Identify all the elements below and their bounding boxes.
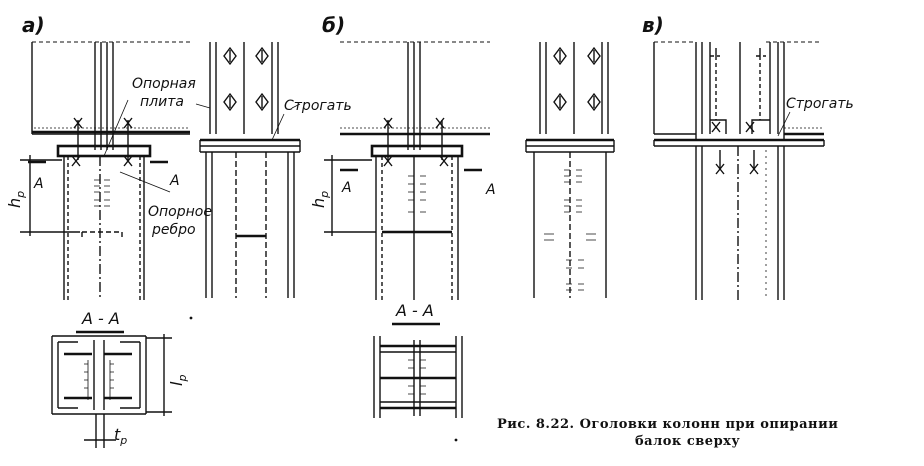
panel-a-side [195, 42, 301, 298]
section-aa-left: А - А lp tp [51, 309, 189, 448]
panel-b-side [525, 42, 615, 298]
section-aa-right: А - А [373, 301, 463, 418]
section-label-b: А - А [395, 301, 434, 320]
panel-c: в) [642, 13, 825, 300]
support-rib-label-2: ребро [151, 222, 196, 238]
support-rib-label-1: Опорное [148, 204, 212, 220]
cut-mark-a-left: А [33, 176, 44, 192]
caption-line-1: Рис. 8.22. Оголовки колонн при опирании [497, 417, 839, 432]
hp-label-a: hp [5, 191, 27, 208]
panel-b: б) hp А А [309, 13, 496, 300]
panel-label-c: в) [642, 13, 664, 37]
cut-mark-b-right: А [485, 182, 496, 198]
figure-caption: Рис. 8.22. Оголовки колонн при опирании … [497, 416, 917, 450]
cut-mark-b-left: А [341, 180, 352, 196]
cut-mark-a-right: А [169, 173, 180, 189]
section-label-a: А - А [81, 309, 120, 328]
plane-label-c: Строгать [786, 96, 854, 112]
panel-a: а) hp А А [5, 13, 190, 300]
plane-label-a: Строгать [284, 98, 352, 114]
tp-label: tp [114, 425, 127, 447]
panel-label-a: а) [22, 13, 45, 37]
caption-line-2: балок сверху [635, 434, 741, 449]
hp-label-b: hp [309, 191, 331, 208]
support-plate-label-1: Опорная [132, 76, 196, 92]
support-plate-label-2: плита [140, 94, 184, 110]
lp-label: lp [167, 375, 189, 386]
panel-label-b: б) [322, 13, 345, 37]
